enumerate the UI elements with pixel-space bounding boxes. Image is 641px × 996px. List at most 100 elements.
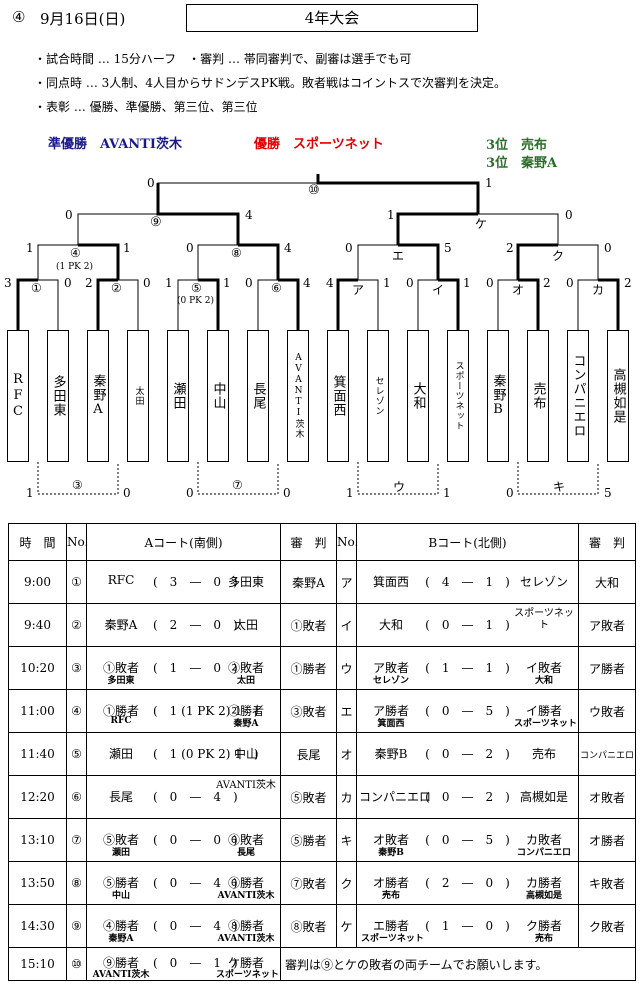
- time-cell: 11:00: [8, 689, 67, 733]
- team-left: ア敗者: [372, 661, 409, 675]
- q2-score-l: 0: [186, 241, 194, 255]
- team-left: ⑤敗者: [102, 833, 139, 847]
- event-date: 9月16日(日): [40, 10, 126, 28]
- team-box: 大和: [407, 330, 429, 462]
- team-left: 秦野B: [374, 747, 408, 761]
- match-cell-b: ア勝者( 0 — 5 )イ勝者箕面西スポーツネット: [356, 689, 579, 733]
- team-left: エ勝者: [372, 919, 409, 933]
- time-cell: 14:30: [8, 904, 67, 948]
- match-score: ( 2 — 0 ): [425, 876, 510, 890]
- team-left: オ敗者: [372, 833, 409, 847]
- match-cell: ⑨勝者 ( 0 — 1 ) ケ勝者 AVANTI茨木 スポーツネット: [86, 947, 281, 981]
- team-left-sub: 箕面西: [377, 719, 405, 729]
- table-header-row: 時 間 No. Aコート(南側) 審 判 No. Bコート(北側) 審 判: [8, 523, 636, 561]
- referee-a: 長尾: [280, 732, 337, 776]
- match-no: ⑥: [66, 775, 87, 819]
- team-right-sub: 太田: [236, 676, 255, 686]
- time-cell: 9:00: [8, 560, 67, 604]
- team-right: 太田: [233, 618, 258, 632]
- time-cell: 13:10: [8, 818, 67, 862]
- r1-8-score-r: 2: [624, 276, 632, 290]
- match-no-b: ウ: [336, 646, 357, 690]
- referee-b: オ敗者: [578, 775, 636, 819]
- referee-a: ⑤敗者: [280, 775, 337, 819]
- semi-right-score-l: 1: [387, 208, 395, 222]
- losers-1-score-l: 1: [26, 486, 34, 500]
- r1-3-score-l: 1: [165, 276, 173, 290]
- team-right: 高槻如是: [519, 790, 568, 804]
- match-no-b: ア: [336, 560, 357, 604]
- team-left: ⑤勝者: [102, 876, 139, 890]
- team-box: 中山: [207, 330, 229, 462]
- match-id-r1-8: カ: [592, 283, 605, 297]
- r1-4-score-r: 4: [303, 276, 311, 290]
- team-right-sub: AVANTI茨木: [217, 934, 275, 944]
- team-right: 多田東: [227, 575, 264, 589]
- losers-2-score-l: 0: [186, 486, 194, 500]
- team-right-sub: スポーツネット: [514, 719, 577, 729]
- team-left: RFC: [107, 573, 135, 587]
- match-no: ④: [66, 689, 87, 733]
- team-left-sub: 瀬田: [111, 848, 130, 858]
- match-no-b: ケ: [336, 904, 357, 948]
- header-court-b: Bコート(北側): [356, 523, 579, 561]
- team-left-sub: 秦野A: [108, 934, 134, 944]
- team-left: ⑨勝者: [102, 956, 139, 970]
- match-score: ( 0 — 5 ): [425, 704, 510, 718]
- q1-score-l: 1: [26, 241, 34, 255]
- match-no-b: カ: [336, 775, 357, 819]
- q3-score-r: 5: [444, 241, 452, 255]
- team-box: 太田: [127, 330, 149, 462]
- team-left: 長尾: [108, 790, 133, 804]
- team-left: 箕面西: [372, 575, 409, 589]
- r1-1-score-r: 0: [64, 276, 72, 290]
- pk-r1-3: (0 PK 2): [177, 296, 214, 306]
- match-cell-a: 秦野A( 2 — 0 )太田: [86, 603, 281, 647]
- r1-2-score-l: 2: [85, 276, 93, 290]
- r1-1-score-l: 3: [4, 276, 12, 290]
- team-right: ②敗者: [227, 661, 264, 675]
- match-cell-a: 瀬田( 1 (0 PK 2) 1 )中山: [86, 732, 281, 776]
- match-no: ⑩: [66, 947, 87, 981]
- r1-6-score-l: 0: [406, 276, 414, 290]
- q4-score-r: 0: [604, 241, 612, 255]
- team-left-sub: 売布: [381, 891, 400, 901]
- match-no: ⑨: [66, 904, 87, 948]
- team-right-sub: 大和: [534, 676, 553, 686]
- match-cell-b: 大和( 0 — 1 )スポーツネット: [356, 603, 579, 647]
- semi-left-score-l: 0: [65, 208, 73, 222]
- match-id-losers-1: ③: [72, 478, 83, 492]
- referee-b: ア敗者: [578, 603, 636, 647]
- match-id-r1-5: ア: [352, 283, 365, 297]
- match-id-losers-4: キ: [553, 480, 566, 494]
- referee-b: ク敗者: [578, 904, 636, 948]
- time-cell: 10:20: [8, 646, 67, 690]
- match-cell-b: エ勝者( 1 — 0 )ク勝者スポーツネット売布: [356, 904, 579, 948]
- match-score: ( 1 (0 PK 2) 1 ): [153, 747, 259, 761]
- match-id-r1-2: ②: [111, 281, 122, 295]
- team-box: コンパニエロ: [567, 330, 589, 462]
- team-right: ⑥敗者: [227, 833, 264, 847]
- team-left: 秦野A: [104, 618, 138, 632]
- team-box: 秦野B: [487, 330, 509, 462]
- team-box: スポーツネット: [447, 330, 469, 462]
- semi-right-score-r: 0: [565, 208, 573, 222]
- team-left-sub: セレゾン: [372, 676, 409, 686]
- match-score: ( 0 — 5 ): [425, 833, 510, 847]
- bracket-lines: [16, 174, 620, 495]
- team-left: 大和: [378, 618, 403, 632]
- match-score: ( 0 — 4 ): [153, 876, 238, 890]
- team-right-sub: 売布: [534, 934, 553, 944]
- time-cell: 15:10: [8, 947, 67, 981]
- team-box: 秦野A: [87, 330, 109, 462]
- rule-line-1: ・試合時間 … 15分ハーフ ・審判 … 帯同審判で、副審は選手でも可: [34, 52, 412, 66]
- match-cell-a: 長尾( 0 — 4 )AVANTI茨木: [86, 775, 281, 819]
- losers-3-score-r: 1: [443, 486, 451, 500]
- team-right: セレゾン: [519, 575, 568, 589]
- q4-score-l: 2: [506, 241, 514, 255]
- header-ref-a: 審 判: [280, 523, 337, 561]
- team-left-sub: 中山: [111, 891, 130, 901]
- tournament-title: 4年大会: [186, 4, 478, 32]
